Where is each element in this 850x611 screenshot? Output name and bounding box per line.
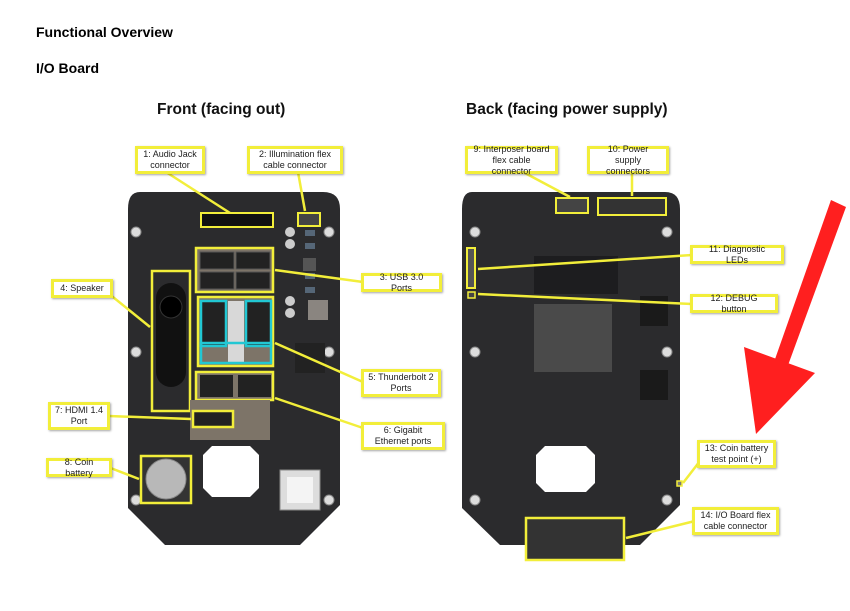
red-pointer-arrow-icon (744, 200, 846, 434)
callout-speaker: 4: Speaker (51, 279, 113, 298)
callout-coin-battery-test-point: 13: Coin battery test point (+) (697, 440, 776, 468)
callout-debug-button: 12: DEBUG button (690, 293, 778, 314)
back-figure-title: Back (facing power supply) (466, 101, 668, 118)
callout-usb-ports: 3: USB 3.0 Ports (361, 272, 442, 293)
callout-io-board-flex-connector: 14: I/O Board flex cable connector (692, 507, 779, 535)
callout-illumination-flex-connector: 2: Illumination flex cable connector (247, 146, 343, 174)
page-heading: Functional Overview (36, 24, 173, 40)
callout-audio-jack-connector: 1: Audio Jack connector (135, 146, 205, 174)
callout-ethernet-ports: 6: Gigabit Ethernet ports (361, 422, 445, 450)
callout-hdmi-port: 7: HDMI 1.4 Port (48, 402, 110, 430)
back-board-image (462, 192, 683, 562)
callout-thunderbolt-ports: 5: Thunderbolt 2 Ports (361, 369, 441, 397)
callout-interposer-flex-connector: 9: Interposer board flex cable connector (465, 144, 558, 176)
callout-leader-lines (107, 170, 701, 540)
section-heading: I/O Board (36, 60, 100, 76)
front-board-image (128, 192, 340, 545)
callout-power-supply-connectors: 10: Power supply connectors (587, 144, 669, 176)
callout-diagnostic-leds: 11: Diagnostic LEDs (690, 244, 784, 265)
callout-coin-battery: 8: Coin battery (46, 457, 112, 478)
front-figure-title: Front (facing out) (157, 101, 286, 118)
